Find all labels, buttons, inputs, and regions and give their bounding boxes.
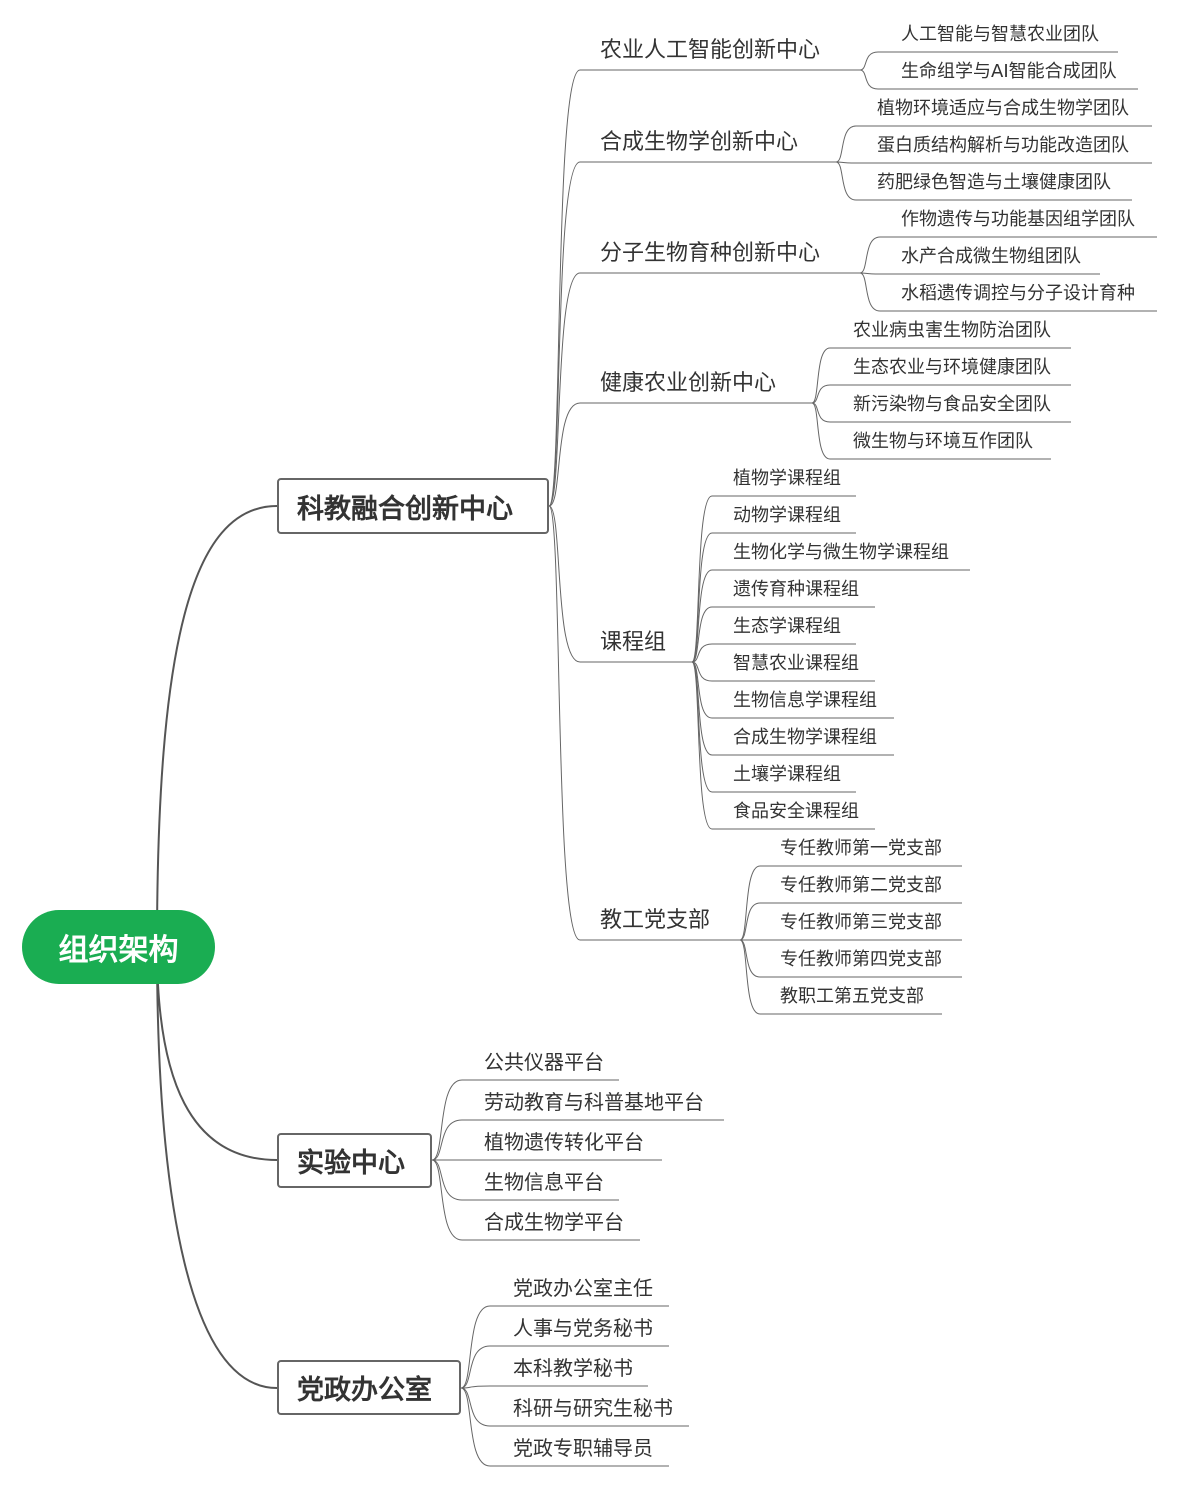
root-node[interactable]: 组织架构: [22, 910, 215, 984]
leaf-connector: [739, 865, 761, 941]
team-node[interactable]: 作物遗传与功能基因组学团队: [901, 209, 1135, 230]
sub-center-node[interactable]: 农业人工智能创新中心: [600, 38, 821, 63]
sub-center-node[interactable]: 健康农业创新中心: [600, 371, 777, 396]
root-label: 组织架构: [58, 933, 179, 968]
branch-connector: [548, 505, 581, 941]
team-node[interactable]: 专任教师第二党支部: [780, 875, 942, 896]
platform-node[interactable]: 本科教学秘书: [513, 1356, 633, 1380]
team-node[interactable]: 食品安全课程组: [733, 801, 859, 822]
branch-node-admin-office[interactable]: 党政办公室: [277, 1360, 461, 1415]
platform-node[interactable]: 植物遗传转化平台: [484, 1130, 644, 1154]
sub-center-node[interactable]: 合成生物学创新中心: [600, 130, 799, 155]
branch-connector: [548, 161, 581, 507]
team-node[interactable]: 专任教师第四党支部: [780, 949, 942, 970]
branch-connector: [548, 272, 581, 507]
team-node[interactable]: 生命组学与AI智能合成团队: [901, 61, 1117, 82]
leaf-connector: [460, 1345, 491, 1389]
branch-node-research-education[interactable]: 科教融合创新中心: [277, 478, 549, 534]
root-connector: [156, 505, 278, 948]
team-node[interactable]: 蛋白质结构解析与功能改造团队: [877, 135, 1129, 156]
branch-label: 党政办公室: [297, 1375, 432, 1406]
leaf-connector: [691, 643, 713, 663]
platform-node[interactable]: 人事与党务秘书: [513, 1316, 653, 1340]
root-connector: [156, 946, 278, 1161]
team-node[interactable]: 生态学课程组: [733, 616, 841, 637]
team-node[interactable]: 遗传育种课程组: [733, 579, 859, 600]
platform-node[interactable]: 科研与研究生秘书: [513, 1396, 673, 1420]
leaf-connector: [691, 606, 713, 663]
team-node[interactable]: 生物化学与微生物学课程组: [733, 542, 949, 563]
sub-center-node[interactable]: 教工党支部: [600, 908, 711, 933]
leaf-connector: [739, 902, 761, 941]
team-node[interactable]: 植物学课程组: [733, 468, 841, 489]
branch-label: 实验中心: [297, 1148, 405, 1179]
platform-node[interactable]: 生物信息平台: [484, 1170, 604, 1194]
leaf-connector: [691, 532, 713, 663]
leaf-connector: [835, 161, 857, 164]
leaf-connector: [811, 402, 831, 460]
team-node[interactable]: 药肥绿色智造与土壤健康团队: [877, 172, 1111, 193]
team-node[interactable]: 教职工第五党支部: [780, 986, 924, 1007]
leaf-connector: [691, 661, 713, 793]
platform-node[interactable]: 党政办公室主任: [513, 1276, 653, 1300]
leaf-connector: [811, 384, 831, 404]
leaf-connector: [691, 569, 713, 663]
platform-node[interactable]: 公共仪器平台: [484, 1050, 604, 1074]
team-node[interactable]: 植物环境适应与合成生物学团队: [877, 98, 1129, 119]
leaf-connector: [859, 236, 881, 274]
leaf-connector: [691, 495, 713, 663]
leaf-connector: [460, 1305, 491, 1389]
team-node[interactable]: 土壤学课程组: [733, 764, 841, 785]
leaf-connector: [859, 272, 881, 275]
leaf-connector: [431, 1159, 463, 1241]
branch-connector: [548, 69, 581, 507]
team-node[interactable]: 生态农业与环境健康团队: [853, 357, 1051, 378]
leaf-connector: [460, 1387, 491, 1467]
team-node[interactable]: 人工智能与智慧农业团队: [901, 24, 1099, 45]
platform-node[interactable]: 劳动教育与科普基地平台: [484, 1090, 704, 1114]
team-node[interactable]: 专任教师第一党支部: [780, 838, 942, 859]
team-node[interactable]: 动物学课程组: [733, 505, 841, 526]
team-node[interactable]: 专任教师第三党支部: [780, 912, 942, 933]
team-node[interactable]: 微生物与环境互作团队: [853, 431, 1033, 452]
leaf-connector: [811, 347, 831, 404]
platform-node[interactable]: 党政专职辅导员: [513, 1436, 653, 1460]
leaf-connector: [859, 51, 879, 71]
leaf-connector: [460, 1385, 491, 1389]
leaf-connector: [835, 161, 857, 201]
sub-center-node[interactable]: 分子生物育种创新中心: [600, 241, 821, 266]
team-node[interactable]: 合成生物学课程组: [733, 727, 877, 748]
leaf-connector: [460, 1387, 491, 1427]
team-node[interactable]: 农业病虫害生物防治团队: [853, 320, 1051, 341]
root-connector: [156, 946, 278, 1389]
leaf-connector: [431, 1119, 463, 1161]
team-node[interactable]: 智慧农业课程组: [733, 653, 859, 674]
leaf-connector: [431, 1079, 463, 1161]
team-node[interactable]: 新污染物与食品安全团队: [853, 394, 1051, 415]
leaf-connector: [431, 1159, 463, 1201]
branch-label: 科教融合创新中心: [297, 493, 513, 525]
platform-node[interactable]: 合成生物学平台: [484, 1210, 624, 1234]
leaf-connector: [739, 939, 761, 1015]
team-node[interactable]: 水稻遗传调控与分子设计育种: [901, 283, 1135, 304]
leaf-connector: [859, 272, 881, 312]
branch-connector: [548, 402, 581, 507]
leaf-connector: [691, 661, 713, 830]
branch-connector: [548, 505, 581, 663]
team-node[interactable]: 生物信息学课程组: [733, 690, 877, 711]
leaf-connector: [859, 69, 879, 90]
team-node[interactable]: 水产合成微生物组团队: [901, 246, 1081, 267]
branch-node-lab-center[interactable]: 实验中心: [277, 1133, 432, 1188]
sub-center-node[interactable]: 课程组: [600, 630, 667, 655]
leaf-connector: [835, 125, 857, 163]
